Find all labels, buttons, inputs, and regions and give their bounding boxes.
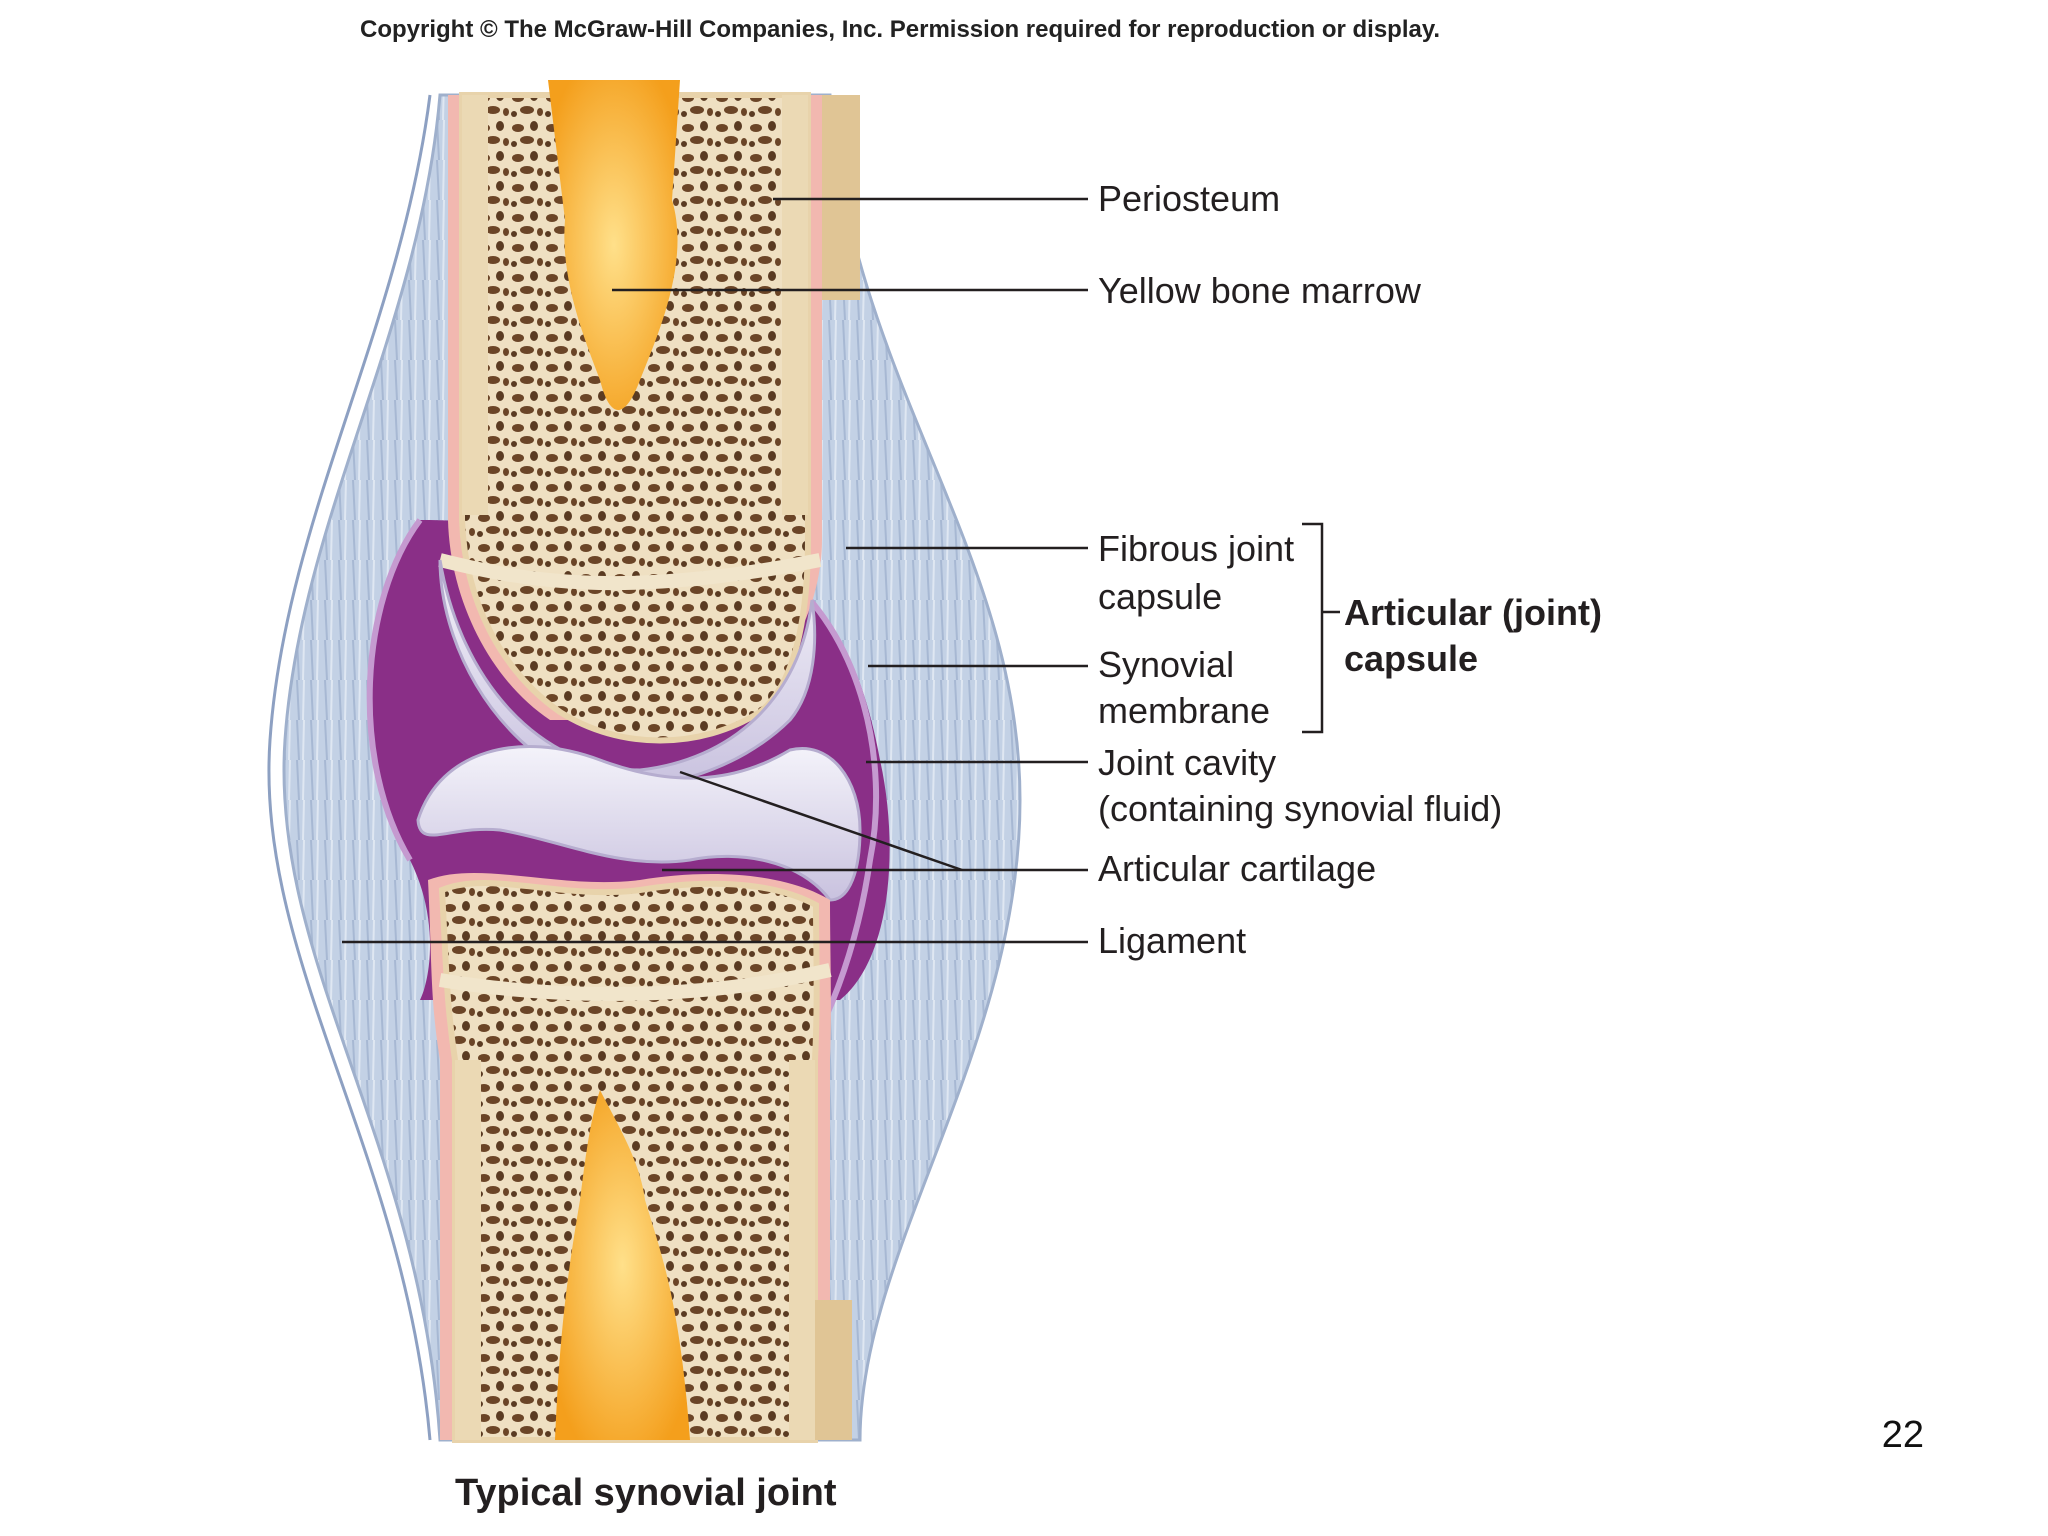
label-articular-cartilage: Articular cartilage xyxy=(1098,848,1377,889)
lower-articular-cartilage xyxy=(416,745,862,902)
articular-capsule-bracket xyxy=(1302,522,1324,734)
synovial-membrane-right xyxy=(788,577,880,1042)
copyright-notice: Copyright © The McGraw-Hill Companies, I… xyxy=(360,16,1441,43)
lower-compact-left xyxy=(455,1060,481,1440)
lower-marrow xyxy=(555,1090,690,1440)
leader-articular-cartilage-upper xyxy=(679,770,963,872)
figure-caption: Typical synovial joint xyxy=(455,1472,837,1514)
lower-epiphyseal-line xyxy=(438,963,832,1001)
label-synovial-membrane-line1: Synovial xyxy=(1098,644,1235,685)
label-periosteum: Periosteum xyxy=(1098,178,1281,219)
label-articular-capsule-line1: Articular (joint) xyxy=(1344,592,1602,633)
lower-right-tendon-band xyxy=(815,1300,852,1440)
outer-ligament-edge xyxy=(267,94,432,1441)
page-number: 22 xyxy=(1881,1414,1924,1456)
leader-lines xyxy=(342,197,1340,944)
label-joint-cavity-line1: Joint cavity xyxy=(1098,742,1277,783)
label-fibrous-capsule-line1: Fibrous joint xyxy=(1098,528,1295,569)
lower-compact-right xyxy=(789,1060,815,1440)
label-articular-capsule-line2: capsule xyxy=(1344,638,1479,679)
upper-compact-left xyxy=(462,95,488,515)
upper-marrow xyxy=(548,80,680,410)
label-fibrous-capsule-line2: capsule xyxy=(1098,576,1223,617)
label-yellow-bone-marrow: Yellow bone marrow xyxy=(1098,270,1421,311)
label-synovial-membrane-line2: membrane xyxy=(1098,690,1271,731)
label-joint-cavity-line2: (containing synovial fluid) xyxy=(1098,788,1503,829)
upper-epiphyseal-line xyxy=(438,553,822,591)
label-ligament: Ligament xyxy=(1098,920,1247,961)
right-tendon-band xyxy=(822,95,860,300)
upper-compact-right xyxy=(782,95,808,515)
synovial-membrane xyxy=(366,518,423,862)
